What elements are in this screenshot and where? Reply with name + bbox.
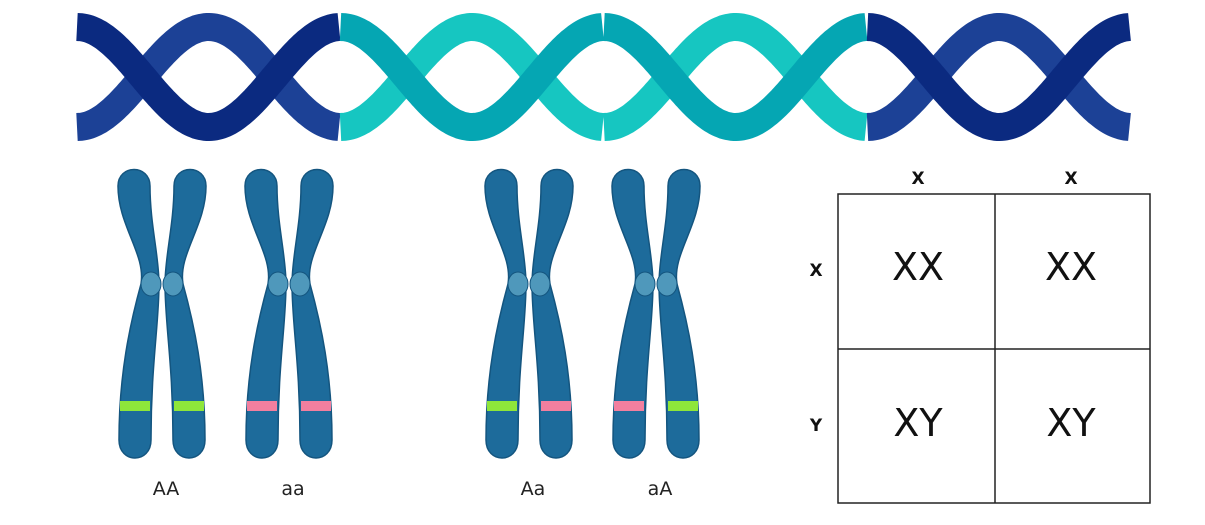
chromatid (611, 168, 656, 459)
helix-strand (339, 12, 604, 141)
row-header: X (809, 261, 822, 281)
chromosome-pair (244, 168, 334, 459)
centromere (656, 271, 678, 297)
chromosome-pairs: AA aa Aa aA (117, 168, 701, 500)
centromere (162, 271, 184, 297)
genotype-label: aa (281, 478, 304, 500)
centromere (634, 271, 656, 297)
allele-band (487, 401, 517, 411)
chromatid (162, 168, 207, 459)
helix-strand (76, 12, 341, 141)
helix-strand (866, 12, 1131, 141)
genotype-label: Aa (521, 478, 546, 500)
chromatid (289, 168, 334, 459)
centromere (140, 271, 162, 297)
helix-strand (339, 13, 604, 141)
punnett-cell: XY (1046, 401, 1096, 445)
chromatid (656, 168, 701, 459)
chromatid (484, 168, 529, 459)
centromere (507, 271, 529, 297)
allele-band (174, 401, 204, 411)
helix-strand (603, 13, 868, 141)
allele-band (668, 401, 698, 411)
genotype-label: aA (648, 478, 673, 500)
chromatid (244, 168, 289, 459)
centromere (289, 271, 311, 297)
chromosome-pair (611, 168, 701, 459)
helix-strand (866, 13, 1131, 141)
centromere (529, 271, 551, 297)
col-header: X (1064, 169, 1077, 189)
allele-band (301, 401, 331, 411)
row-header: Y (809, 416, 823, 436)
allele-band (120, 401, 150, 411)
helix-strand (76, 13, 341, 141)
chromatid (117, 168, 162, 459)
punnett-cell: XX (892, 245, 944, 289)
centromere (267, 271, 289, 297)
dna-double-helix (76, 12, 1131, 141)
punnett-cell: XY (893, 401, 943, 445)
allele-band (541, 401, 571, 411)
helix-strand (603, 12, 868, 141)
allele-band (247, 401, 277, 411)
chromatid (529, 168, 574, 459)
genotype-label: AA (153, 478, 180, 500)
allele-band (614, 401, 644, 411)
chromosome-pair (484, 168, 574, 459)
chromosome-pair (117, 168, 207, 459)
punnett-grid (837, 193, 1151, 504)
col-header: X (911, 169, 924, 189)
punnett-cell: XX (1045, 245, 1097, 289)
